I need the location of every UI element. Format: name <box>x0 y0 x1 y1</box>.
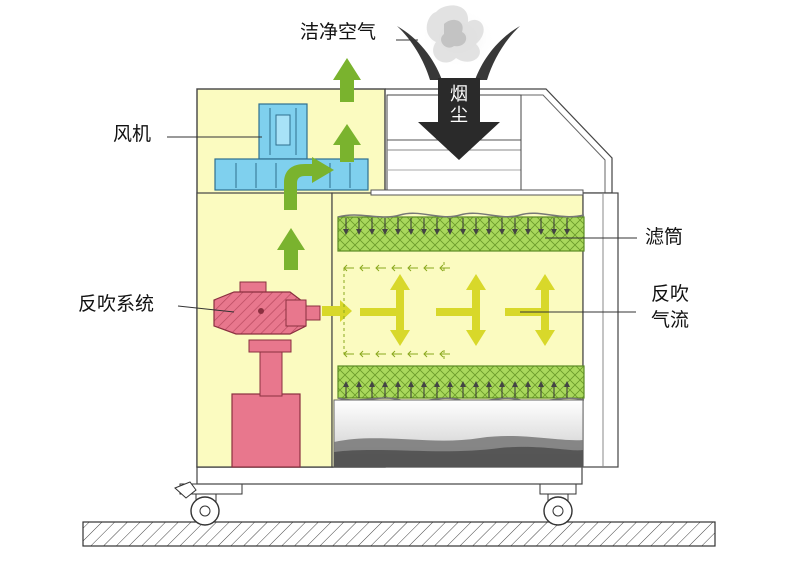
return-dash-arrow <box>375 264 386 272</box>
backflush-return-dashes <box>343 262 450 360</box>
label-backflush-system: 反吹系统 <box>78 293 155 315</box>
label-smoke-dust: 烟尘 <box>450 84 468 126</box>
return-dash-arrow <box>439 264 450 272</box>
backflush-airflow-arrows <box>322 262 555 360</box>
return-dash-arrow <box>359 264 370 272</box>
backflush-system <box>213 281 321 468</box>
return-dash-arrow <box>423 350 434 358</box>
return-dash-arrow <box>375 350 386 358</box>
housing-right-frame <box>385 88 619 468</box>
left-caster-wheel <box>174 481 243 526</box>
filter-inflow-arrows <box>343 218 570 398</box>
dust-hopper <box>333 399 584 468</box>
return-dash-arrow <box>439 350 450 358</box>
return-dash-arrow <box>407 350 418 358</box>
filter-cartridge-top <box>337 212 585 252</box>
label-backflush-airflow-line1: 反吹 <box>651 283 690 305</box>
label-fan: 风机 <box>113 123 152 145</box>
return-dash-arrow <box>407 264 418 272</box>
clean-airflow-arrows <box>277 58 361 270</box>
label-filter-cartridge: 滤筒 <box>645 226 684 248</box>
right-caster-wheel <box>539 483 577 526</box>
label-clean-air: 洁净空气 <box>300 21 377 43</box>
leader-lines <box>167 39 637 313</box>
ground <box>82 521 716 547</box>
return-dash-arrow <box>423 264 434 272</box>
smoke-dust-inlet <box>397 5 520 160</box>
base-plate <box>196 466 583 485</box>
return-dash-arrow <box>391 264 402 272</box>
return-dash-arrow <box>391 350 402 358</box>
filter-cartridge-bottom <box>337 365 585 403</box>
label-backflush-airflow-line2: 气流 <box>651 309 690 331</box>
return-dash-arrow <box>359 350 370 358</box>
